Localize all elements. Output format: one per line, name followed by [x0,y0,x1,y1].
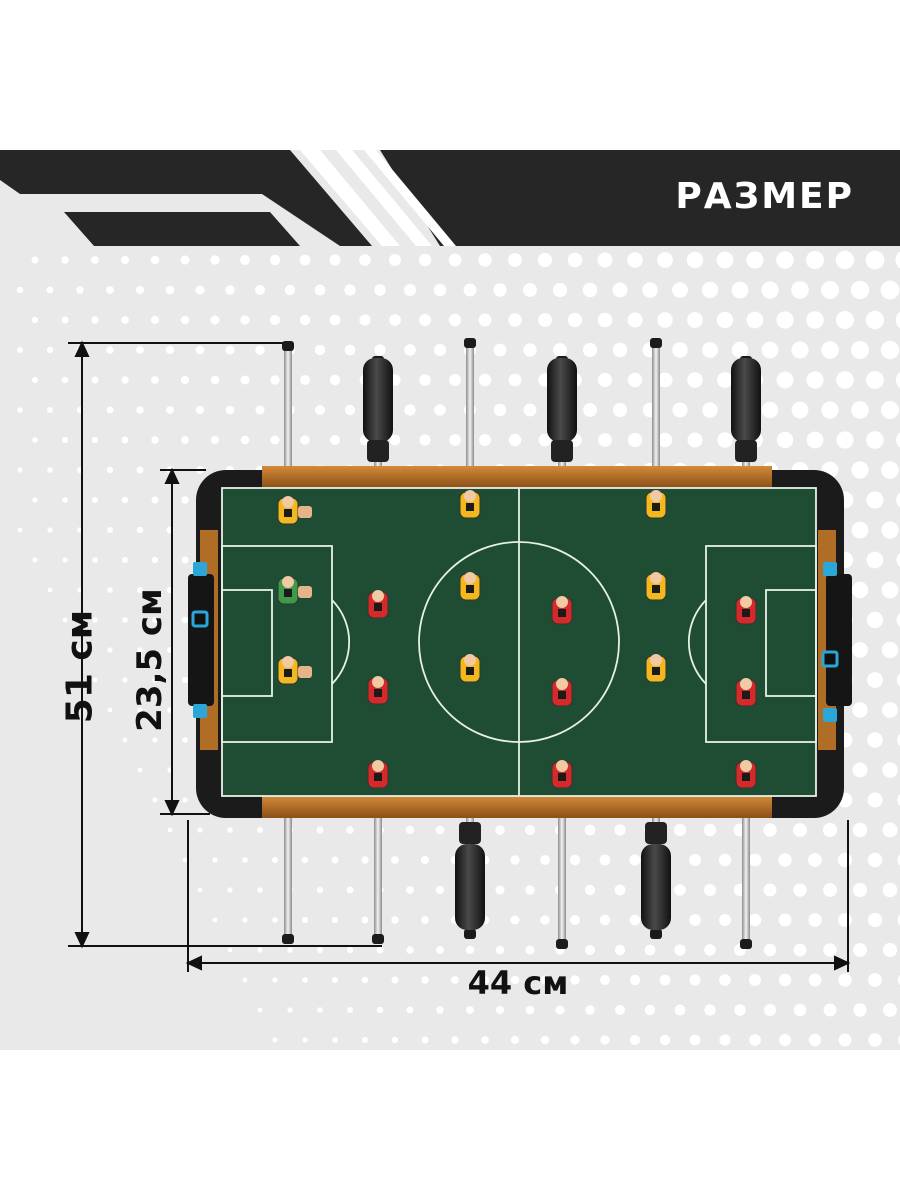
top-wood-rail [262,466,772,488]
rod-end-cap [650,338,662,348]
rod-end-cap [372,934,384,944]
player-band [374,689,382,697]
score-markers [191,562,839,722]
rod-handle [363,358,393,442]
player-band [742,691,750,699]
player-head [650,572,662,584]
banner-title: РАЗМЕР [675,176,854,217]
player-head [556,760,568,772]
player-head [464,490,476,502]
player-figure [459,572,481,601]
player-foot [298,666,312,678]
player-band [652,503,660,511]
field-markings [221,487,817,797]
player-band [742,609,750,617]
rod-handle [455,844,485,930]
rod-end-cap [282,934,294,944]
player-figure [645,654,667,683]
player-figure [735,678,757,707]
player-figure [367,590,389,619]
player-band [284,509,292,517]
player-head [372,676,384,688]
rod-end-cap [740,939,752,949]
player-band [374,603,382,611]
rod-handle-collar [645,822,667,844]
bottom-wood-rail [262,796,772,818]
height-dimension-label: 51 см [59,609,101,724]
player-band [558,691,566,699]
rod-end-cap [650,929,662,939]
player-band [742,773,750,781]
player-head [556,596,568,608]
rod-handle-collar [459,822,481,844]
player-figure [645,490,667,519]
player-band [466,585,474,593]
field-height-dimension-label: 23,5 см [130,588,170,732]
player-foot [298,586,312,598]
player-head [282,656,294,668]
rod-handle-collar [735,440,757,462]
rod-end-cap [282,341,294,351]
player-head [282,496,294,508]
dimension-lines [68,340,851,972]
player-head [650,490,662,502]
player-figure [735,596,757,625]
rod-handle-collar [551,440,573,462]
player-band [652,585,660,593]
rod-handle [547,358,577,442]
player-band [284,589,292,597]
foosball-table-illustration [68,338,852,972]
rod-end-cap [464,929,476,939]
rod-end-cap [556,939,568,949]
player-head [464,654,476,666]
rod-handle-collar [367,440,389,462]
player-figure [551,760,573,789]
player-band [558,773,566,781]
player-band [558,609,566,617]
left-goal [188,574,214,706]
player-figure [551,678,573,707]
player-head [650,654,662,666]
player-head [464,572,476,584]
player-figure [459,654,481,683]
player-figure [459,490,481,519]
player-foot [298,506,312,518]
player-head [740,760,752,772]
product-card: РАЗМЕР [0,150,900,1050]
player-figure [551,596,573,625]
player-band [466,667,474,675]
player-head [556,678,568,690]
player-head [740,596,752,608]
player-band [652,667,660,675]
player-head [282,576,294,588]
player-head [372,760,384,772]
player-head [740,678,752,690]
header-banner [0,150,900,246]
player-band [284,669,292,677]
player-figure [367,760,389,789]
rod-end-cap [464,338,476,348]
player-figure [277,576,312,605]
player-band [374,773,382,781]
rod-handle [641,844,671,930]
player-figure [367,676,389,705]
player-band [466,503,474,511]
rod-handle [731,358,761,442]
player-figure [645,572,667,601]
players-layer [277,490,757,789]
width-dimension-label: 44 см [467,964,569,1002]
player-figure [277,656,312,685]
player-head [372,590,384,602]
player-figure [277,496,312,525]
player-figure [735,760,757,789]
right-goal [826,574,852,706]
